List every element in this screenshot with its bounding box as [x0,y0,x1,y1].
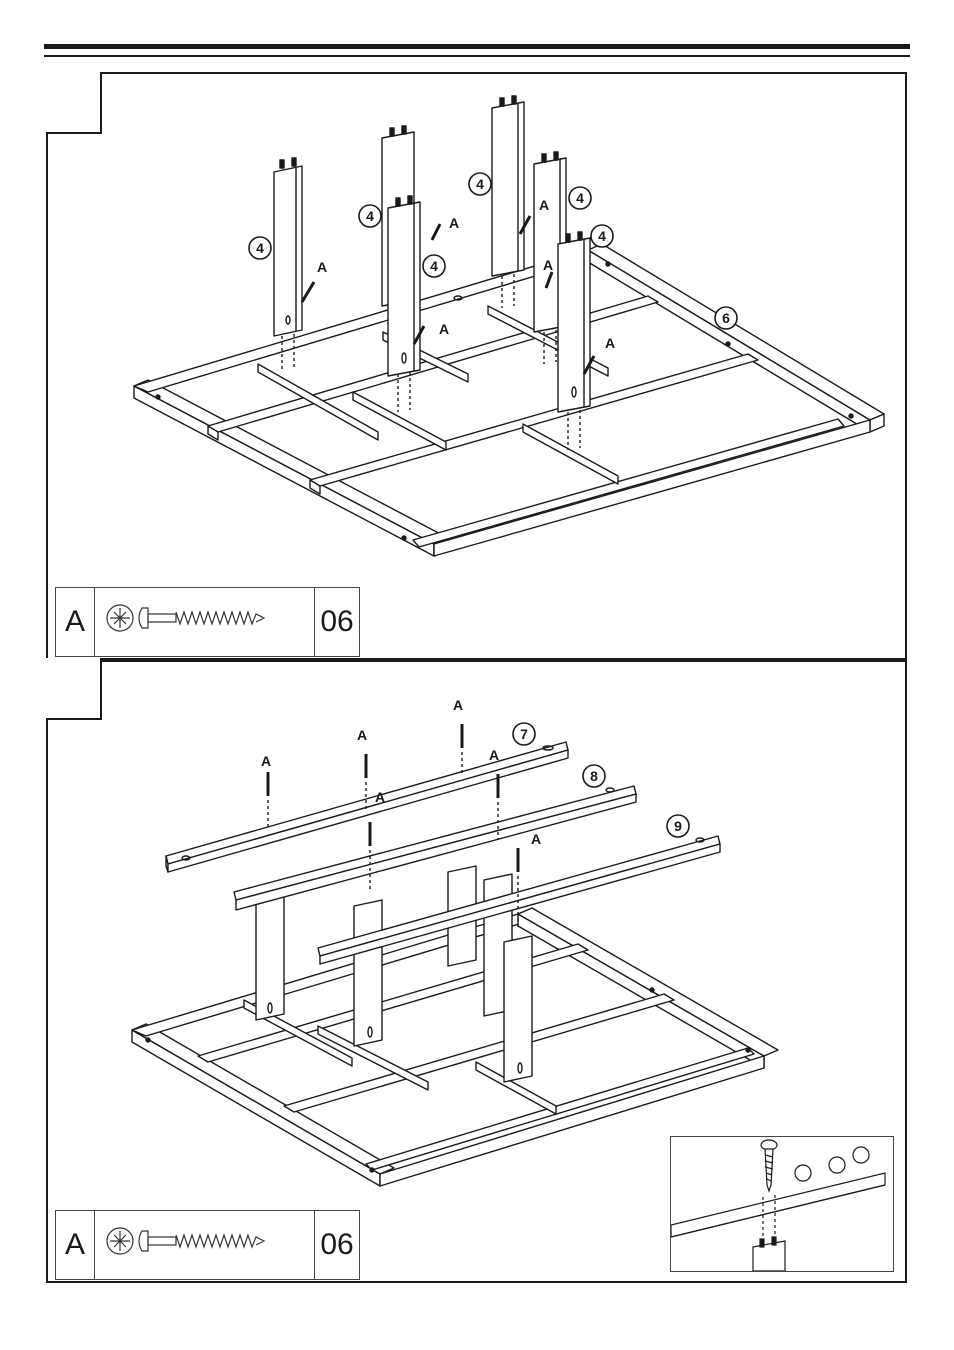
part-label: 4 [598,228,606,244]
part-callouts [248,172,738,330]
part-label: 7 [520,726,528,742]
screw-label: A [375,789,385,805]
part-label: 4 [256,240,264,256]
step-1-diagram: 4 4 4 4 4 4 6 A A A A A A [133,95,885,557]
part-callout [568,186,592,210]
bed-frame [133,243,885,557]
bed-frame [131,907,779,1187]
part-label: 8 [590,768,598,784]
screw-detail-diagram [670,1139,886,1272]
part-label: 4 [576,190,584,206]
screw-label: A [449,215,459,231]
part-callout [422,254,446,278]
part-label: 6 [722,310,730,326]
part-callout [590,224,614,248]
screw-label: A [453,697,463,713]
leg [557,231,591,450]
screw-label: A [357,727,367,743]
hardware-legend: A 06 [55,587,360,657]
part-label: 4 [430,258,438,274]
detail-inset [670,1136,894,1272]
screw-label: A [539,197,549,213]
part-label: 9 [674,818,682,834]
part-label: 4 [366,208,374,224]
screw-label: A [261,753,271,769]
leg [273,157,303,372]
hardware-letter: A [56,588,95,656]
screw-label: A [439,321,449,337]
leg [491,95,525,308]
step-number-box [46,72,102,134]
part-callout [714,306,738,330]
rails [165,741,721,965]
part-callout [468,172,492,196]
step-number-box [46,658,102,720]
screw-label: A [605,335,615,351]
legs [273,95,591,450]
hardware-quantity: 06 [314,1211,359,1279]
hardware-letter: A [56,1211,95,1279]
screw-label: A [489,747,499,763]
screw-icon [106,1227,266,1255]
hardware-legend: A 06 [55,1210,360,1280]
header-rule-thick [44,44,910,49]
screw-icon [106,604,266,632]
step-2-diagram: 7 8 9 A A A A A A [131,697,779,1187]
part-callout [358,204,382,228]
part-callout [248,236,272,260]
header-rule-thin [44,55,910,57]
step-2-panel: 7 8 9 A A A A A A A [46,658,907,1283]
screws [300,215,596,375]
part-callout [512,722,536,746]
screw-label: A [531,831,541,847]
part-callout [666,814,690,838]
part-callout [582,764,606,788]
hardware-quantity: 06 [314,588,359,656]
part-label: 4 [476,176,484,192]
screw-label: A [317,259,327,275]
step-1-panel: 4 4 4 4 4 4 6 A A A A A A A 06 [46,72,907,662]
screw-label: A [543,257,553,273]
screws [266,724,520,930]
